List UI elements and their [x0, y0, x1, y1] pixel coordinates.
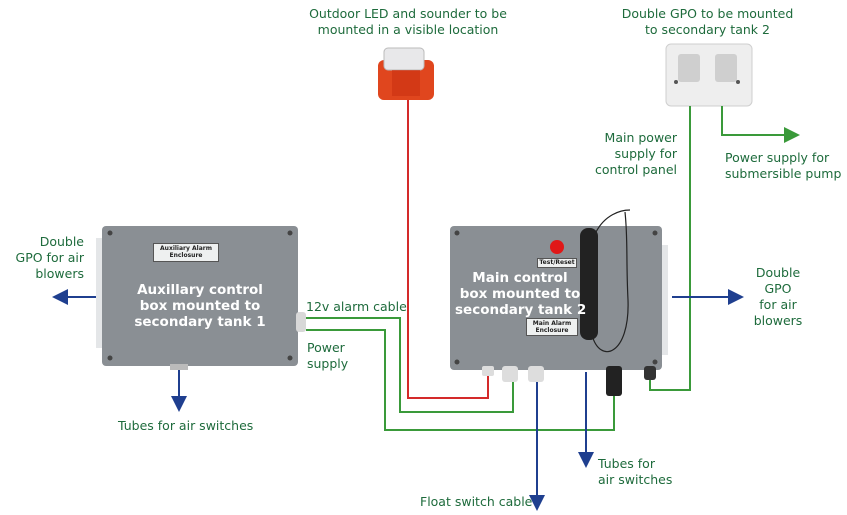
aux-tubes-label: Tubes for air switches	[118, 418, 254, 433]
plate-line: Enclosure	[169, 252, 203, 259]
power-supply-line	[306, 329, 615, 431]
label-line: Double	[755, 265, 801, 280]
label-line: Main power	[604, 130, 677, 145]
caption-line: Main control	[472, 270, 568, 286]
caption-line: box mounted to	[139, 298, 261, 314]
pump-power-label: Power supply for submersible pump	[725, 150, 841, 182]
plate-line: Auxiliary Alarm	[160, 245, 212, 252]
caption-line: secondary tank 2	[455, 302, 587, 318]
right-blower-label: Double GPO for air blowers	[748, 265, 808, 329]
main-box-caption: Main control box mounted to secondary ta…	[455, 270, 587, 318]
power-supply-label: Power supply	[307, 340, 348, 372]
label-line: submersible pump	[725, 166, 842, 181]
alarm-cable-line	[306, 317, 514, 413]
caption-line: box mounted to	[459, 286, 581, 302]
label-line: supply	[307, 356, 349, 371]
caption-line: secondary tank 1	[134, 314, 266, 330]
float-switch-label: Float switch cable	[420, 494, 533, 509]
led-label: Outdoor LED and sounder to be mounted in…	[290, 6, 526, 38]
pump-power-line	[721, 106, 800, 143]
main-power-line	[649, 106, 691, 391]
main-power-label: Main power supply for control panel	[577, 130, 677, 178]
label-line: mounted in a visible location	[317, 22, 499, 37]
label-line: air switches	[598, 472, 673, 487]
main-enclosure-plate: Main Alarm Enclosure	[526, 318, 578, 336]
label-line: Double	[39, 234, 84, 249]
label-line: Double GPO to be mounted	[621, 6, 794, 21]
test-reset-plate: Test/Reset	[537, 258, 577, 268]
antenna	[580, 228, 598, 340]
label-line: control panel	[595, 162, 677, 177]
led-cable-line	[407, 100, 489, 399]
alarm-cable-label: 12v alarm cable	[306, 299, 407, 314]
auxiliary-control-box	[96, 226, 306, 370]
label-line: Power	[307, 340, 345, 355]
label-line: GPO for air	[15, 250, 84, 265]
label-line: for air	[759, 297, 797, 312]
aux-box-caption: Auxillary control box mounted to seconda…	[120, 282, 280, 330]
label-line: Tubes for	[598, 456, 655, 471]
label-line: GPO	[764, 281, 792, 296]
label-line: blowers	[35, 266, 84, 281]
aux-enclosure-plate: Auxiliary Alarm Enclosure	[153, 243, 219, 262]
gpo-top-label: Double GPO to be mounted to secondary ta…	[600, 6, 815, 38]
double-gpo-outlet	[665, 43, 753, 107]
plate-line: Enclosure	[535, 327, 569, 334]
label-line: blowers	[753, 313, 803, 328]
main-control-box	[450, 209, 668, 396]
label-line: supply for	[614, 146, 677, 161]
label-line: Power supply for	[725, 150, 830, 165]
caption-line: Auxillary control	[137, 282, 263, 298]
main-tubes-label: Tubes for air switches	[598, 456, 672, 488]
test-reset-button	[550, 240, 564, 254]
led-sounder	[378, 47, 434, 100]
label-line: Outdoor LED and sounder to be	[309, 6, 507, 21]
plate-line: Main Alarm	[532, 320, 572, 327]
left-blower-label: Double GPO for air blowers	[4, 234, 84, 282]
label-line: to secondary tank 2	[645, 22, 770, 37]
